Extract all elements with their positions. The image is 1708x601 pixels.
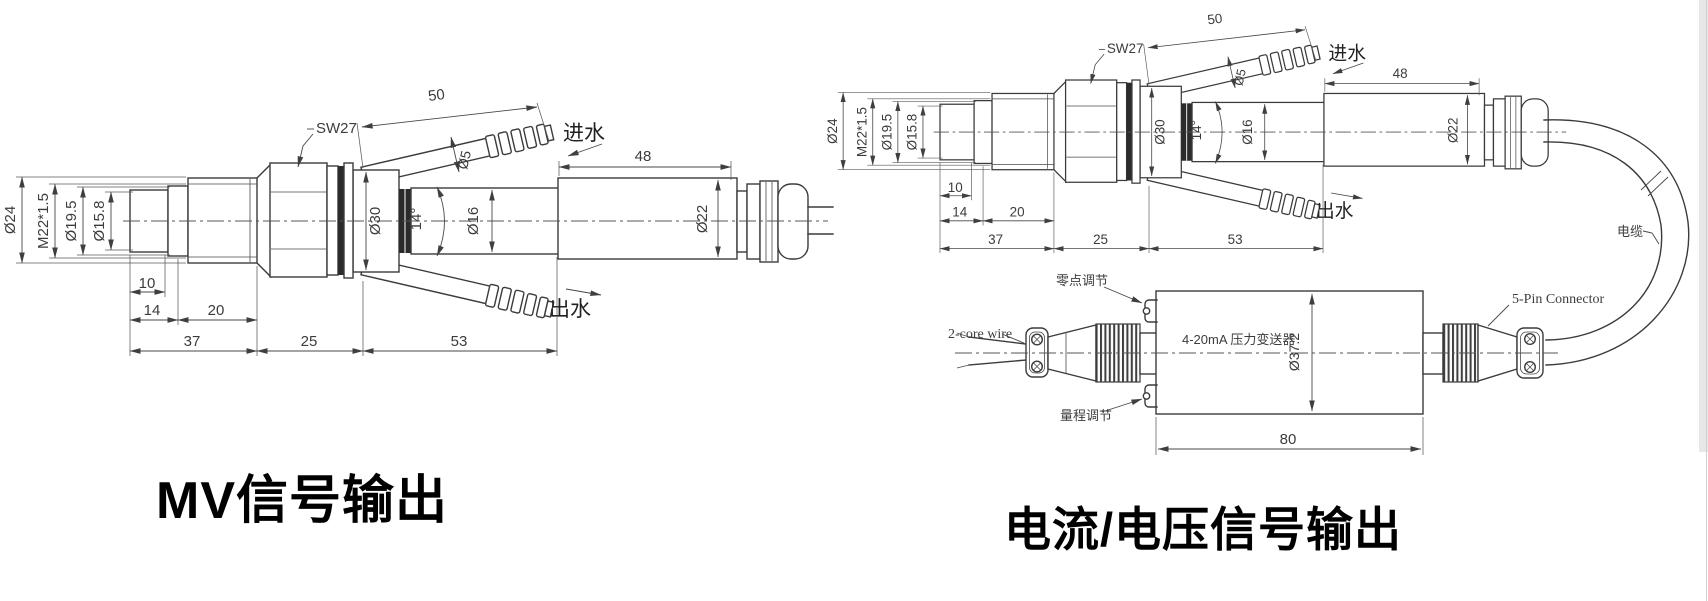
- dim-d16-label: Ø16: [465, 207, 482, 235]
- right-edge-strip: [1699, 0, 1708, 452]
- sw27-label: SW27: [316, 120, 357, 137]
- mv-output-cable: [807, 206, 834, 235]
- dim-d22-label: Ø22: [694, 205, 711, 233]
- dim-d15-8-label: Ø15.8: [91, 201, 108, 242]
- dim-box-80: 80: [1155, 417, 1424, 455]
- dim-d5-label: Ø5: [454, 149, 474, 171]
- two-core-wire-callout: 2-core wire: [948, 327, 1025, 344]
- dim-angle-14deg: 14°: [408, 186, 445, 257]
- two-core-wires: [956, 332, 1027, 369]
- right-connector: [1422, 323, 1544, 383]
- dim-nozzle-d5: Ø5: [450, 136, 474, 173]
- transmitter-box-label: 4-20mA 压力变送器: [1182, 332, 1295, 347]
- left-figure-title: MV信号输出: [156, 472, 449, 530]
- five-pin-connector-callout: 5-Pin Connector: [1487, 292, 1604, 327]
- water-out-label: 出水: [549, 298, 591, 321]
- dim-d37-2-label: Ø37.2: [1286, 333, 1302, 371]
- dim-53-label: 53: [451, 333, 468, 350]
- right-figure-title: 电流/电压信号输出: [1004, 503, 1403, 556]
- dim-diameter-37-2: Ø37.2: [1286, 293, 1315, 412]
- dim-diameter-22: Ø22: [694, 179, 721, 258]
- dim-m22-label: M22*1.5: [35, 193, 52, 249]
- dim-50-label: 50: [427, 86, 446, 105]
- sensor-figure-right-instance: [825, 11, 1566, 253]
- dim-37-label: 37: [184, 333, 201, 350]
- water-inlet-callout: 进水: [563, 122, 605, 157]
- cable-label: 电缆: [1617, 224, 1643, 239]
- connecting-cable: [1543, 119, 1690, 366]
- dim-angle-label: 14°: [408, 208, 425, 231]
- range-adjust-label: 量程调节: [1060, 408, 1112, 423]
- dim-nozzle-50: 50: [356, 86, 550, 169]
- water-in-label: 进水: [563, 122, 605, 145]
- water-outlet-callout: 出水: [549, 288, 602, 321]
- dim-diameter-15-8: Ø15.8: [91, 191, 133, 251]
- dim-48-label: 48: [635, 148, 652, 165]
- dim-d24-label: Ø24: [2, 206, 19, 234]
- zero-adjust-callout: 零点调节: [1056, 273, 1143, 304]
- dim-80-label: 80: [1280, 431, 1297, 448]
- five-pin-label: 5-Pin Connector: [1512, 292, 1604, 307]
- cable-callout: 电缆: [1617, 224, 1660, 245]
- dim-thread-m22: M22*1.5: [35, 183, 186, 259]
- dim-body-48: 48: [558, 148, 732, 180]
- dim-diameter-24: Ø24: [2, 176, 186, 264]
- dim-d19-5-label: Ø19.5: [63, 201, 80, 242]
- dim-10-label: 10: [139, 275, 156, 292]
- dim-20-label: 20: [208, 302, 225, 319]
- transmitter-assembly: 4-20mA 压力变送器 Ø37.2 80: [948, 273, 1604, 455]
- zero-adjust-label: 零点调节: [1056, 273, 1108, 288]
- transmitter-box: 4-20mA 压力变送器: [1142, 290, 1424, 415]
- right-edge-line: [1706, 0, 1707, 601]
- sensor-body-outline: [123, 162, 828, 279]
- dim-25-label: 25: [301, 333, 318, 350]
- sensor-figure: Ø24 M22*1.5 Ø19.5 Ø15.8 SW27: [2, 86, 828, 356]
- bottom-dimension-rows: 10 14 20 37 25 53: [129, 255, 558, 356]
- callout-sw27: SW27: [297, 120, 357, 168]
- range-adjust-callout: 量程调节: [1060, 398, 1143, 423]
- dim-diameter-16: Ø16: [465, 189, 495, 253]
- dim-d30-label: Ø30: [367, 207, 384, 235]
- dim-14-label: 14: [144, 302, 161, 319]
- dim-diameter-19-5: Ø19.5: [63, 186, 170, 256]
- two-core-wire-label: 2-core wire: [948, 327, 1012, 342]
- dim-diameter-30: Ø30: [363, 171, 384, 271]
